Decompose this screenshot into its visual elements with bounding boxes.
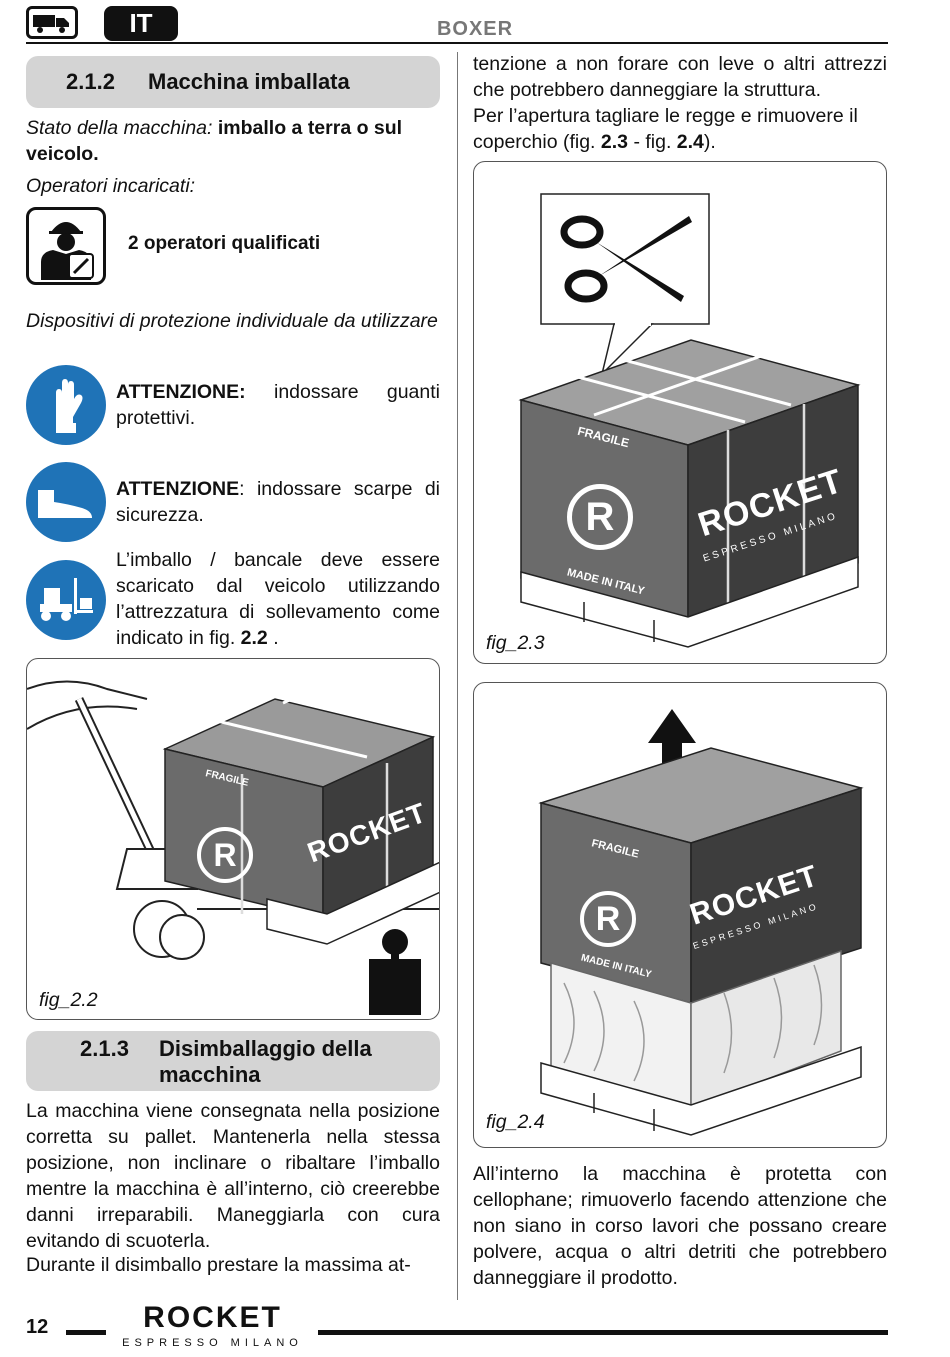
operator-icon bbox=[26, 207, 106, 285]
model-name: BOXER bbox=[436, 18, 514, 40]
operators-label: Operatori incaricati: bbox=[26, 175, 196, 197]
figure-2-3: FRAGILE R MADE IN ITALY ROCKET ESPRESSO … bbox=[473, 161, 887, 664]
machine-state: Stato della macchina: imballo a terra o … bbox=[26, 117, 403, 165]
forklift-icon bbox=[26, 560, 106, 640]
figure-caption-2-4: fig_2.4 bbox=[486, 1111, 545, 1133]
unpacking-paragraph-3: Per l’apertura tagliare le regge e rimuo… bbox=[473, 105, 858, 153]
box-logo: R bbox=[580, 891, 636, 947]
section-title-213: 2.1.3 Disimballaggio della macchina bbox=[26, 1031, 440, 1091]
section-number: 2.1.3 bbox=[80, 1036, 129, 1061]
figure-caption-2-3: fig_2.3 bbox=[486, 632, 545, 654]
box-logo: R bbox=[567, 484, 633, 550]
section-number: 2.1.2 bbox=[66, 69, 115, 94]
unpacking-paragraph-1: La macchina viene consegnata nella posiz… bbox=[26, 1100, 440, 1252]
gloves-icon bbox=[26, 365, 106, 445]
unpacking-paragraph-2-end: tenzione a non forare con leve o altri a… bbox=[473, 53, 887, 101]
figure-caption-2-2: fig_2.2 bbox=[39, 989, 98, 1011]
figure-2-4: FRAGILE R MADE IN ITALY ROCKET ESPRESSO … bbox=[473, 682, 887, 1148]
column-divider bbox=[457, 52, 458, 1300]
language-badge: IT bbox=[104, 6, 178, 41]
unpacking-paragraph-2-start: Durante il disimballo prestare la massim… bbox=[26, 1254, 411, 1276]
footer-brand: ROCKET bbox=[143, 1301, 282, 1334]
scissors-icon bbox=[560, 215, 692, 303]
section-heading: Macchina imballata bbox=[148, 69, 350, 94]
figure-2-2: FRAGILE R ROCKET fig_2.2 bbox=[26, 658, 440, 1020]
warning-shoes: ATTENZIONE: indossare scarpe di sicurezz… bbox=[116, 478, 440, 526]
footer-brand-sub: ESPRESSO MILANO bbox=[122, 1337, 303, 1349]
section-title-212: 2.1.2 Macchina imballata bbox=[26, 56, 440, 108]
truck-icon bbox=[26, 6, 78, 39]
section-heading: Disimballaggio della macchina bbox=[159, 1036, 372, 1087]
forklift-instruction: L’imballo / bancale deve essere scaricat… bbox=[116, 549, 440, 649]
box-logo: R bbox=[197, 827, 253, 883]
ppe-label: Dispositivi di protezione individuale da… bbox=[26, 310, 438, 332]
cellophane-paragraph: All’interno la macchina è protetta con c… bbox=[473, 1163, 887, 1289]
operators-value: 2 operatori qualificati bbox=[128, 233, 321, 254]
page-number: 12 bbox=[26, 1316, 49, 1338]
footer-rule-left bbox=[66, 1330, 106, 1335]
safety-shoes-icon bbox=[26, 462, 106, 542]
footer-rule-right bbox=[318, 1330, 888, 1335]
header-rule bbox=[26, 42, 888, 44]
warning-gloves: ATTENZIONE: indossare guanti protettivi. bbox=[116, 381, 440, 429]
